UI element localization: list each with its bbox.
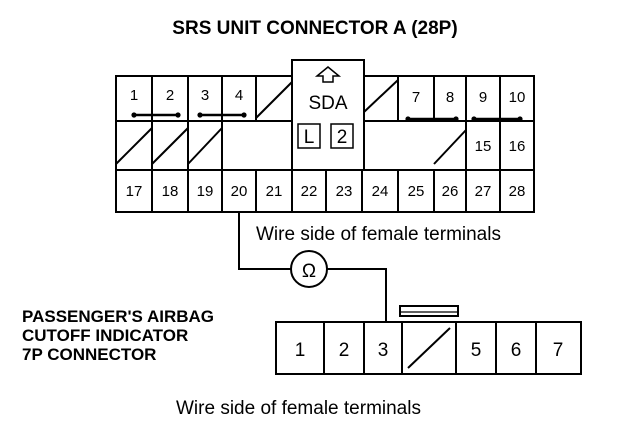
pin-label: 24 [372, 183, 389, 200]
pin-label: 27 [475, 183, 492, 200]
ohmmeter-circle [290, 250, 328, 288]
pin-label: 15 [475, 138, 492, 155]
lock-box-2 [330, 123, 354, 149]
diagram-title: SRS UNIT CONNECTOR A (28P) [172, 18, 457, 39]
up-arrow-icon [314, 66, 342, 83]
connector-b-outline [275, 321, 582, 375]
label-line: CUTOFF INDICATOR [22, 326, 188, 345]
connector-a-middle-pins: 15 16 [475, 138, 526, 155]
connector-latch [399, 305, 459, 317]
connector-a-top-pins: 1 2 3 4 7 8 9 10 [130, 87, 526, 106]
lock-label-l: L [304, 127, 315, 148]
empty-cell-slash [255, 81, 293, 119]
pin-label: 25 [408, 183, 425, 200]
pin-label: 1 [295, 340, 306, 361]
pin-label: 2 [339, 340, 350, 361]
pin-label: 3 [378, 340, 389, 361]
pin-label: 3 [201, 87, 209, 104]
test-leads [238, 212, 387, 322]
pin-label: 28 [509, 183, 526, 200]
empty-cell-slash [433, 129, 467, 165]
pin-label: 7 [553, 340, 564, 361]
sda-label: SDA [308, 93, 347, 114]
airbag-indicator-connector-7p [275, 305, 582, 375]
connector-b-label: PASSENGER'S AIRBAG CUTOFF INDICATOR 7P C… [22, 307, 214, 364]
pin-label: 19 [197, 183, 214, 200]
label-line: 7P CONNECTOR [22, 345, 156, 364]
lock-label-2: 2 [337, 127, 348, 148]
pin-label: 1 [130, 87, 138, 104]
ohmmeter-icon: Ω [302, 261, 316, 282]
srs-connector-a [115, 59, 535, 213]
pin-label: 8 [446, 89, 454, 106]
pin-label: 16 [509, 138, 526, 155]
pin-label: 9 [479, 89, 487, 106]
empty-cell-slash [407, 327, 451, 369]
lock-box-l [297, 123, 321, 149]
pin-label: 23 [336, 183, 353, 200]
shorting-bar-dots [131, 112, 523, 122]
pin-label: 26 [442, 183, 459, 200]
pin-label: 18 [162, 183, 179, 200]
caption-connector-b: Wire side of female terminals [176, 398, 421, 419]
pin-label: 10 [509, 89, 526, 106]
empty-cell-slash [187, 127, 223, 165]
empty-cell-slash [115, 127, 153, 165]
pin-label: 17 [126, 183, 143, 200]
pin-label: 6 [511, 340, 522, 361]
pin-label: 5 [471, 340, 482, 361]
label-line: PASSENGER'S AIRBAG [22, 307, 214, 326]
connector-a-bottom-pins: 17 18 19 20 21 22 23 24 25 26 27 28 [126, 183, 526, 200]
empty-cell-slash [151, 127, 189, 165]
connector-b-pins: 1 2 3 5 6 7 [295, 340, 564, 361]
pin-label: 4 [235, 87, 243, 104]
pin-label: 2 [166, 87, 174, 104]
empty-cell-slash [363, 79, 399, 113]
caption-connector-a: Wire side of female terminals [256, 224, 501, 245]
pin-label: 20 [231, 183, 248, 200]
pin-label: 22 [301, 183, 318, 200]
pin-label: 21 [266, 183, 283, 200]
pin-label: 7 [412, 89, 420, 106]
